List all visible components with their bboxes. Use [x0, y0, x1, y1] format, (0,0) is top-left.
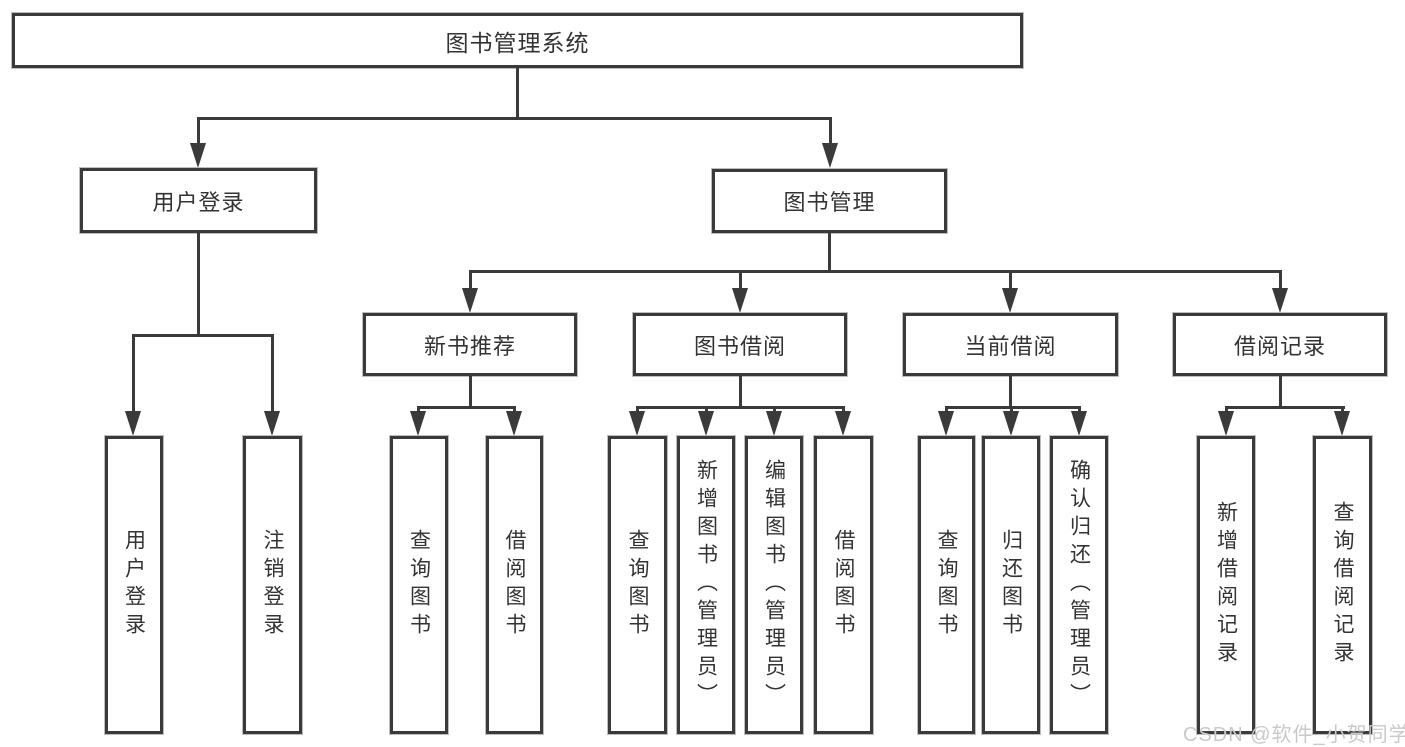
leaf-label: 新增借阅记录	[1214, 501, 1238, 669]
arrow-down-icon	[1003, 411, 1019, 436]
leaf-label: 用户登录	[122, 529, 146, 641]
connector-line	[197, 117, 200, 150]
leaf-label: 归还图书	[999, 529, 1023, 641]
connector-line	[739, 270, 742, 293]
connector-line	[636, 406, 845, 409]
connector-line	[197, 117, 832, 120]
node-user-login: 用户登录	[79, 167, 318, 234]
node-library-management-system: 图书管理系统	[11, 12, 1024, 69]
connector-line	[829, 117, 832, 150]
connector-line	[469, 376, 472, 408]
connector-line	[1279, 376, 1282, 408]
leaf-label: 查询图书	[407, 529, 431, 641]
leaf-borrow-books: 借阅图书	[813, 435, 874, 735]
connector-line	[945, 406, 1081, 409]
node-label: 借阅记录	[1233, 333, 1326, 359]
connector-line	[1009, 270, 1012, 293]
leaf-label: 借阅图书	[503, 529, 526, 641]
connector-line	[1279, 270, 1282, 293]
connector-line	[469, 270, 1282, 273]
leaf-query-borrow-record: 查询借阅记录	[1312, 435, 1373, 735]
leaf-confirm-return-admin: 确认归还（管理员）	[1049, 435, 1109, 735]
connector-line	[271, 334, 274, 416]
arrow-down-icon	[264, 411, 280, 436]
arrow-down-icon	[1071, 411, 1087, 436]
arrow-down-icon	[822, 143, 838, 168]
arrow-down-icon	[190, 143, 206, 168]
node-label: 图书借阅	[693, 333, 786, 359]
arrow-down-icon	[698, 411, 714, 436]
leaf-label: 查询图书	[626, 529, 649, 641]
arrow-down-icon	[410, 411, 426, 436]
arrow-down-icon	[462, 288, 478, 313]
arrow-down-icon	[1002, 288, 1018, 313]
leaf-label: 借阅图书	[832, 529, 855, 641]
leaf-query-books-recommend: 查询图书	[389, 435, 449, 735]
node-label: 图书管理系统	[445, 29, 590, 56]
arrow-down-icon	[938, 411, 954, 436]
connector-line	[516, 68, 519, 119]
node-label: 图书管理	[783, 190, 876, 215]
connector-line	[197, 233, 200, 336]
leaf-user-login: 用户登录	[104, 435, 164, 735]
leaf-edit-book-admin: 编辑图书（管理员）	[744, 435, 804, 735]
arrow-down-icon	[766, 411, 782, 436]
node-label: 当前借阅	[964, 333, 1057, 359]
node-new-book-recommend: 新书推荐	[362, 312, 578, 377]
leaf-borrow-books-recommend: 借阅图书	[485, 435, 544, 735]
node-book-management: 图书管理	[711, 168, 948, 234]
node-current-borrow: 当前借阅	[902, 312, 1119, 377]
leaf-query-books-borrow: 查询图书	[607, 435, 668, 735]
connector-line	[1225, 406, 1345, 409]
connector-line	[469, 270, 472, 293]
watermark: CSDN @软件_小贺同学	[1183, 724, 1405, 746]
arrow-down-icon	[835, 411, 851, 436]
node-borrow-records: 借阅记录	[1172, 312, 1388, 377]
leaf-label: 查询图书	[935, 529, 958, 641]
connector-line	[132, 334, 135, 416]
arrow-down-icon	[506, 411, 522, 436]
leaf-return-book: 归还图书	[981, 435, 1041, 735]
leaf-label: 确认归还（管理员）	[1067, 459, 1091, 711]
arrow-down-icon	[732, 288, 748, 313]
leaf-label: 新增图书（管理员）	[694, 459, 718, 711]
arrow-down-icon	[1334, 411, 1350, 436]
leaf-label: 查询借阅记录	[1331, 501, 1354, 669]
connector-line	[417, 406, 516, 409]
leaf-logout: 注销登录	[242, 435, 303, 735]
leaf-label: 编辑图书（管理员）	[762, 459, 786, 711]
connector-line	[828, 233, 831, 273]
node-book-borrow: 图书借阅	[632, 312, 848, 377]
arrow-down-icon	[1218, 411, 1234, 436]
connector-line	[739, 376, 742, 408]
leaf-label: 注销登录	[261, 529, 284, 641]
node-label: 新书推荐	[423, 333, 516, 359]
leaf-add-book-admin: 新增图书（管理员）	[676, 435, 736, 735]
arrow-down-icon	[629, 411, 645, 436]
node-label: 用户登录	[152, 189, 245, 215]
connector-line	[132, 334, 274, 337]
arrow-down-icon	[125, 411, 141, 436]
connector-line	[1009, 376, 1012, 408]
arrow-down-icon	[1272, 288, 1288, 313]
leaf-add-borrow-record: 新增借阅记录	[1196, 435, 1256, 735]
leaf-query-books-current: 查询图书	[917, 435, 976, 735]
